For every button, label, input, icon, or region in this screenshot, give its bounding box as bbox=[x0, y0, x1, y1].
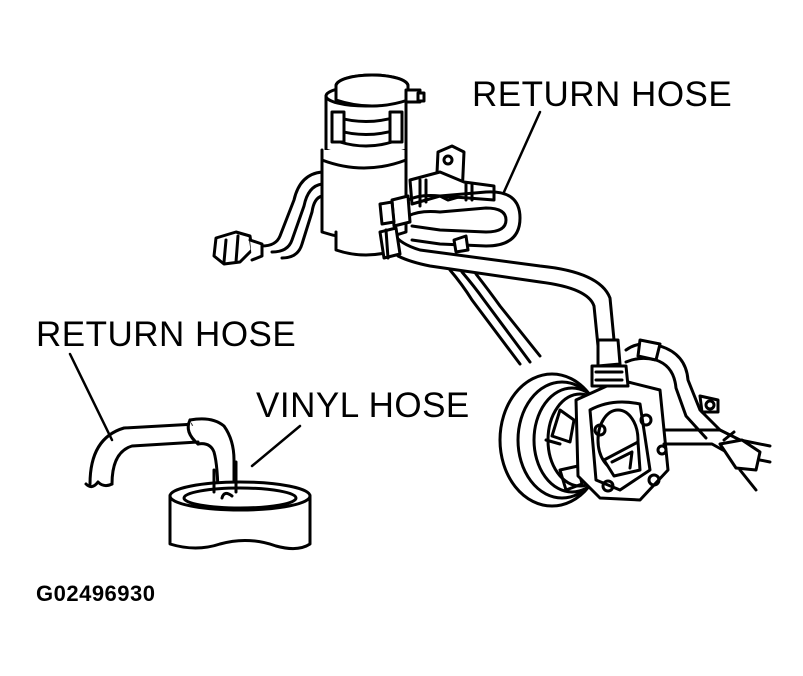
label-return-hose-top: RETURN HOSE bbox=[472, 75, 733, 114]
return-hose bbox=[380, 192, 520, 252]
inset-detail bbox=[86, 419, 310, 549]
label-return-hose-left: RETURN HOSE bbox=[36, 315, 297, 354]
label-vinyl-hose: VINYL HOSE bbox=[256, 386, 470, 425]
reservoir-tank bbox=[322, 75, 424, 255]
leader-return-hose-top bbox=[504, 112, 540, 192]
supply-hose bbox=[380, 228, 614, 364]
pump-pulley bbox=[500, 340, 770, 506]
leader-lines bbox=[70, 112, 540, 466]
left-pipes bbox=[214, 172, 322, 264]
leader-return-hose-left bbox=[70, 354, 112, 440]
leader-vinyl-hose bbox=[252, 426, 300, 466]
figure-code: G02496930 bbox=[36, 581, 156, 606]
